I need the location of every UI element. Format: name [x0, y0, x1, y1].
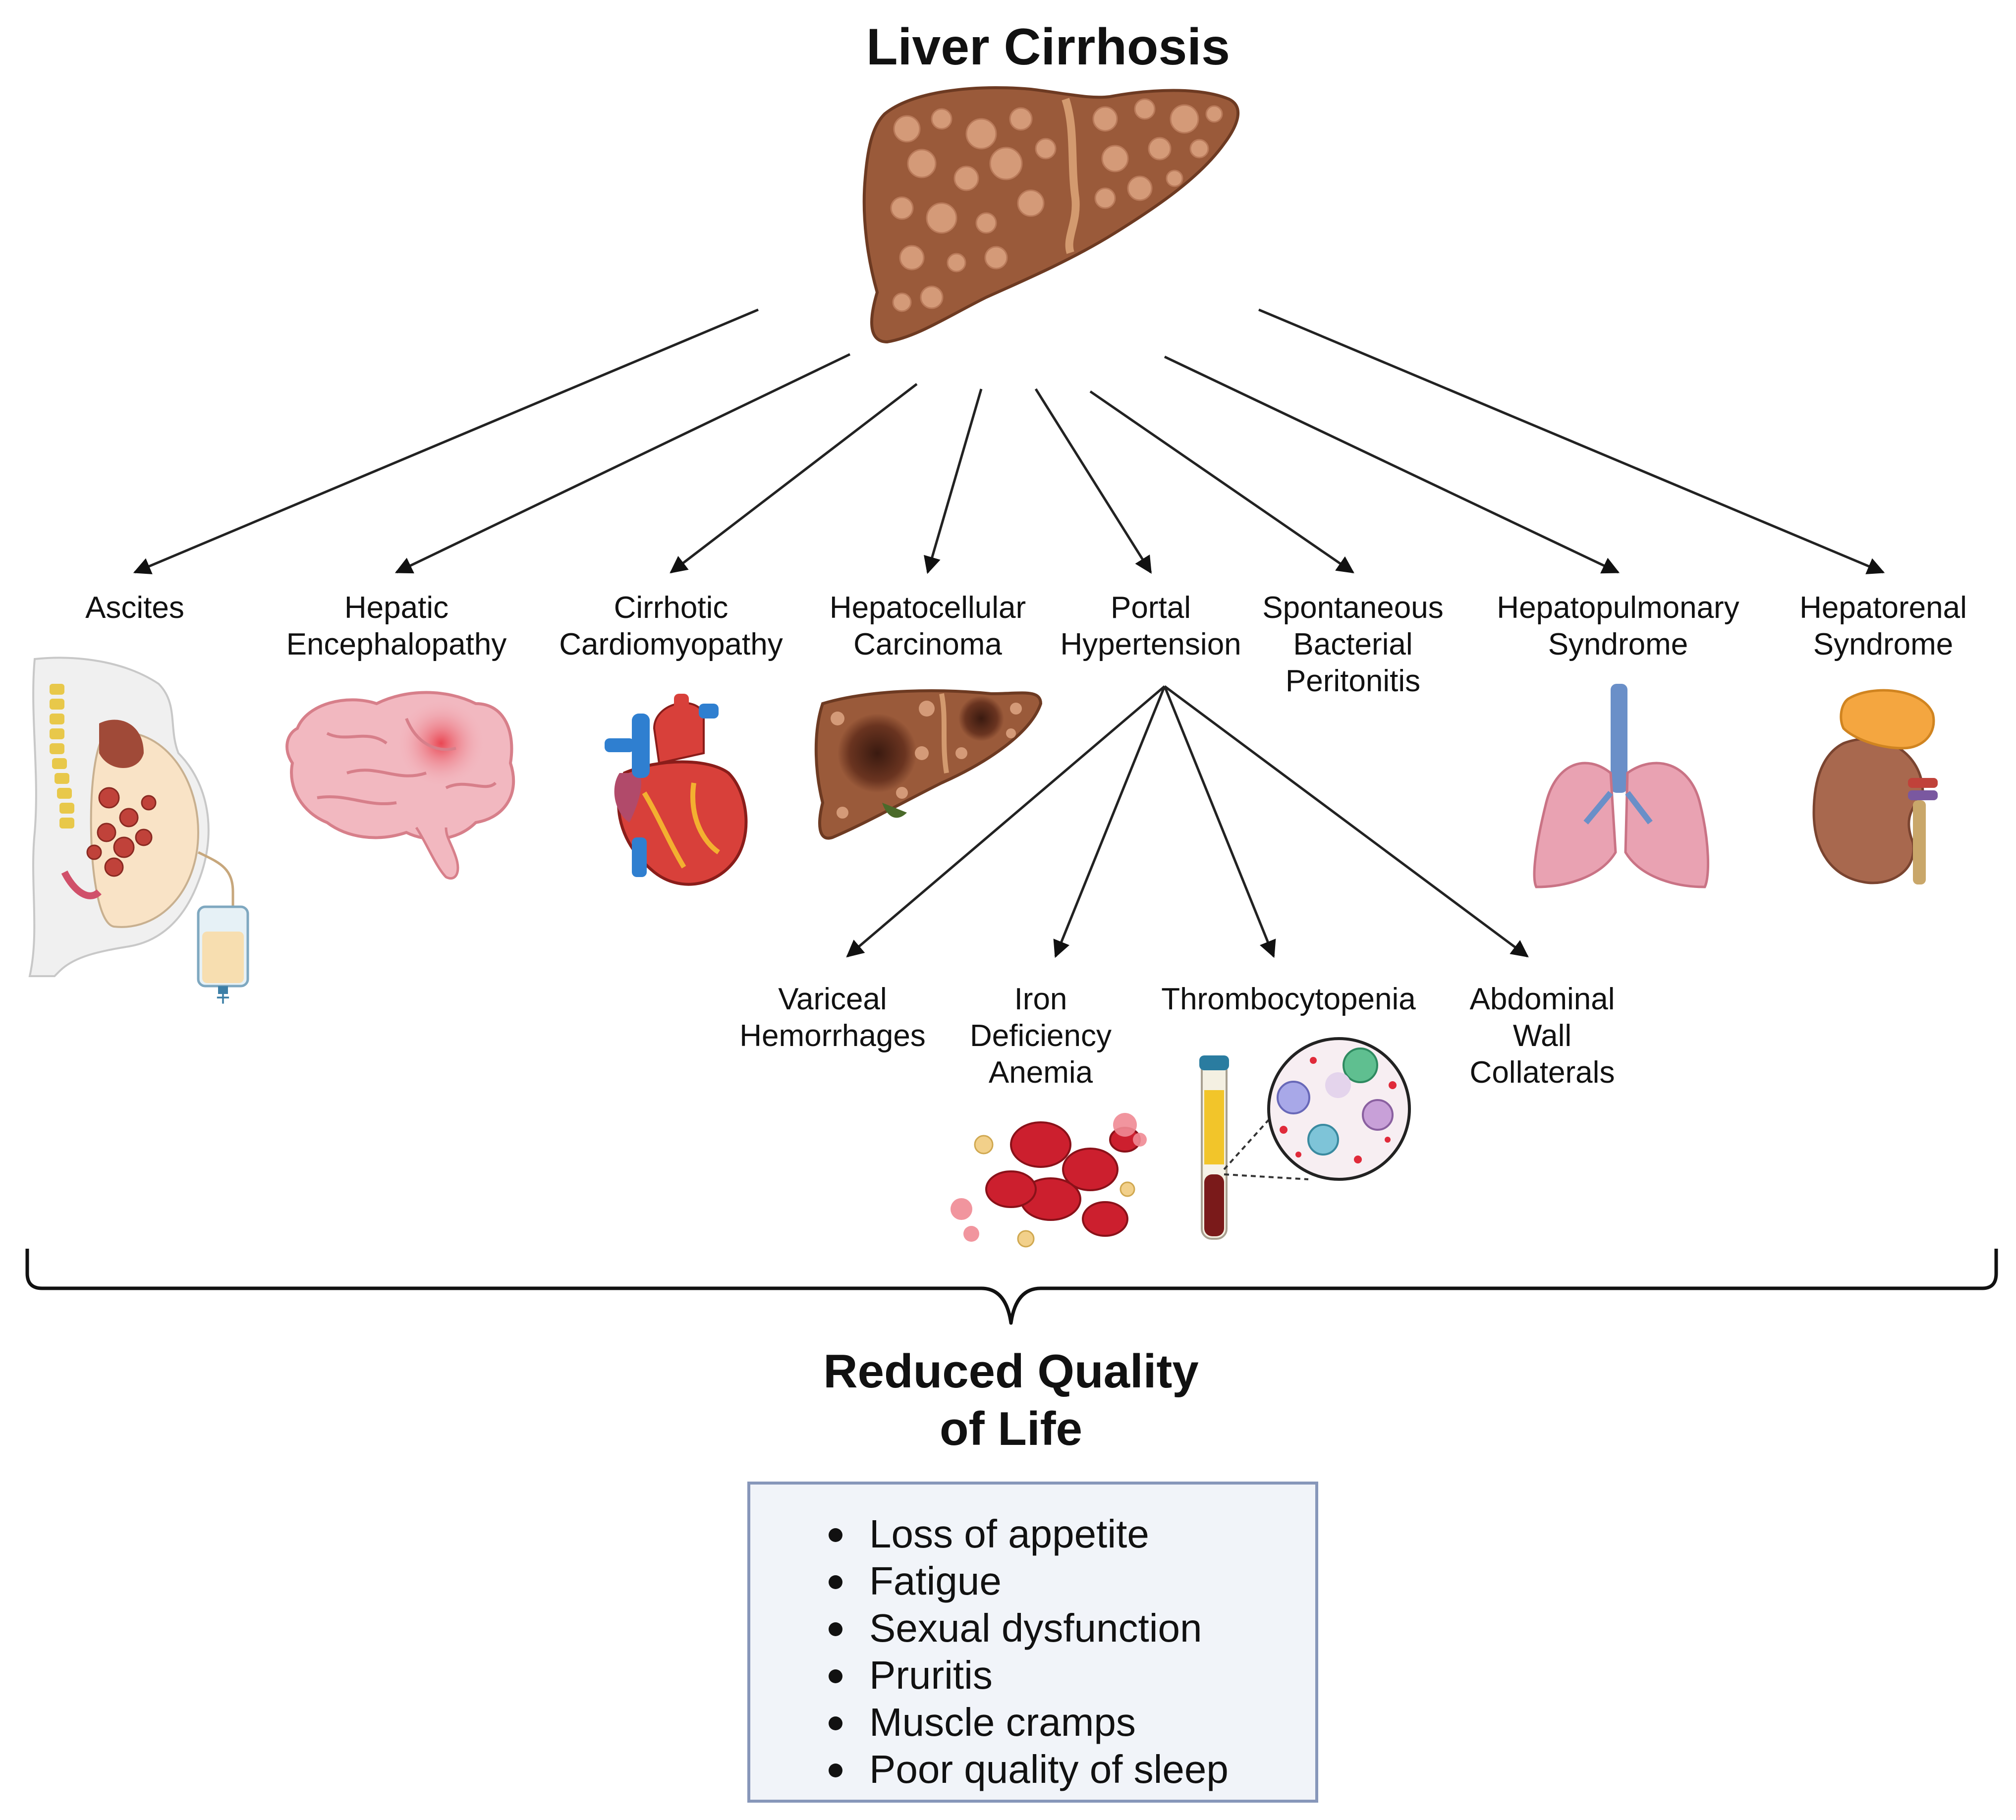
- outcome-title: Reduced Quality of Life: [823, 1345, 1199, 1455]
- liver-to-complication-arrows: [133, 308, 1885, 574]
- arrow-to-complication: [394, 353, 851, 574]
- page-title: Liver Cirrhosis: [866, 18, 1231, 76]
- effect-label: Iron Deficiency Anemia: [970, 982, 1112, 1090]
- arrow-to-complication: [1034, 388, 1152, 574]
- complication-label: Ascites: [85, 591, 184, 625]
- arrow-to-effect: [846, 685, 1166, 958]
- kidney-illustration: [1812, 689, 1938, 884]
- lungs-illustration: [1533, 684, 1710, 888]
- effect-label: Abdominal Wall Collaterals: [1469, 982, 1615, 1090]
- complication-label: Portal Hypertension: [1060, 591, 1241, 662]
- bullet-icon: [829, 1669, 842, 1683]
- outcome-item-text: Muscle cramps: [869, 1700, 1136, 1744]
- outcome-item-text: Fatigue: [869, 1559, 1002, 1603]
- complication-label: Cirrhotic Cardiomyopathy: [559, 591, 783, 662]
- outcome-item: Pruritis: [829, 1652, 1315, 1699]
- liver-cirrhosis-illustration: [862, 86, 1239, 344]
- outcome-item: Muscle cramps: [829, 1699, 1315, 1746]
- outcome-item: Fatigue: [829, 1557, 1315, 1604]
- bullet-icon: [829, 1575, 842, 1589]
- arrow-to-effect: [1053, 686, 1166, 958]
- heart-illustration: [605, 694, 748, 886]
- outcome-item: Loss of appetite: [829, 1510, 1315, 1557]
- arrow-to-effect: [1164, 685, 1529, 958]
- ascites-illustration: +: [28, 657, 249, 1011]
- arrow-to-complication: [670, 383, 918, 574]
- blood-tube-illustration: [1199, 1037, 1411, 1240]
- complication-label: Spontaneous Bacterial Peritonitis: [1262, 591, 1444, 698]
- outcome-item-text: Pruritis: [869, 1653, 993, 1697]
- svg-text:+: +: [216, 984, 230, 1011]
- bullet-icon: [829, 1528, 842, 1542]
- bullet-icon: [829, 1716, 842, 1730]
- complication-label: Hepatorenal Syndrome: [1799, 591, 1967, 662]
- hcc-liver-illustration: [814, 689, 1043, 840]
- arrow-to-complication: [1258, 308, 1885, 574]
- arrow-to-complication: [133, 308, 759, 574]
- outcome-item-text: Loss of appetite: [869, 1512, 1149, 1556]
- portal-hypertension-arrows: [846, 685, 1529, 958]
- complication-label: Hepatopulmonary Syndrome: [1497, 591, 1739, 662]
- arrow-to-complication: [1164, 355, 1620, 574]
- brain-illustration: [285, 691, 515, 880]
- outcome-item-text: Poor quality of sleep: [869, 1747, 1229, 1791]
- curly-brace: [25, 1249, 1998, 1325]
- complication-label: Hepatocellular Carcinoma: [829, 591, 1026, 662]
- effect-label: Variceal Hemorrhages: [739, 982, 926, 1053]
- bullet-icon: [829, 1764, 842, 1777]
- effect-label: Thrombocytopenia: [1161, 982, 1416, 1016]
- bullet-icon: [829, 1622, 842, 1636]
- complication-label: Hepatic Encephalopathy: [286, 591, 507, 662]
- arrow-to-effect: [1163, 686, 1276, 958]
- arrow-to-complication: [924, 388, 983, 574]
- outcome-item: Sexual dysfunction: [829, 1604, 1315, 1652]
- outcome-item: Poor quality of sleep: [829, 1746, 1315, 1793]
- outcome-item-text: Sexual dysfunction: [869, 1606, 1202, 1650]
- red-blood-cells-illustration: [951, 1113, 1147, 1248]
- arrow-to-complication: [1089, 390, 1354, 574]
